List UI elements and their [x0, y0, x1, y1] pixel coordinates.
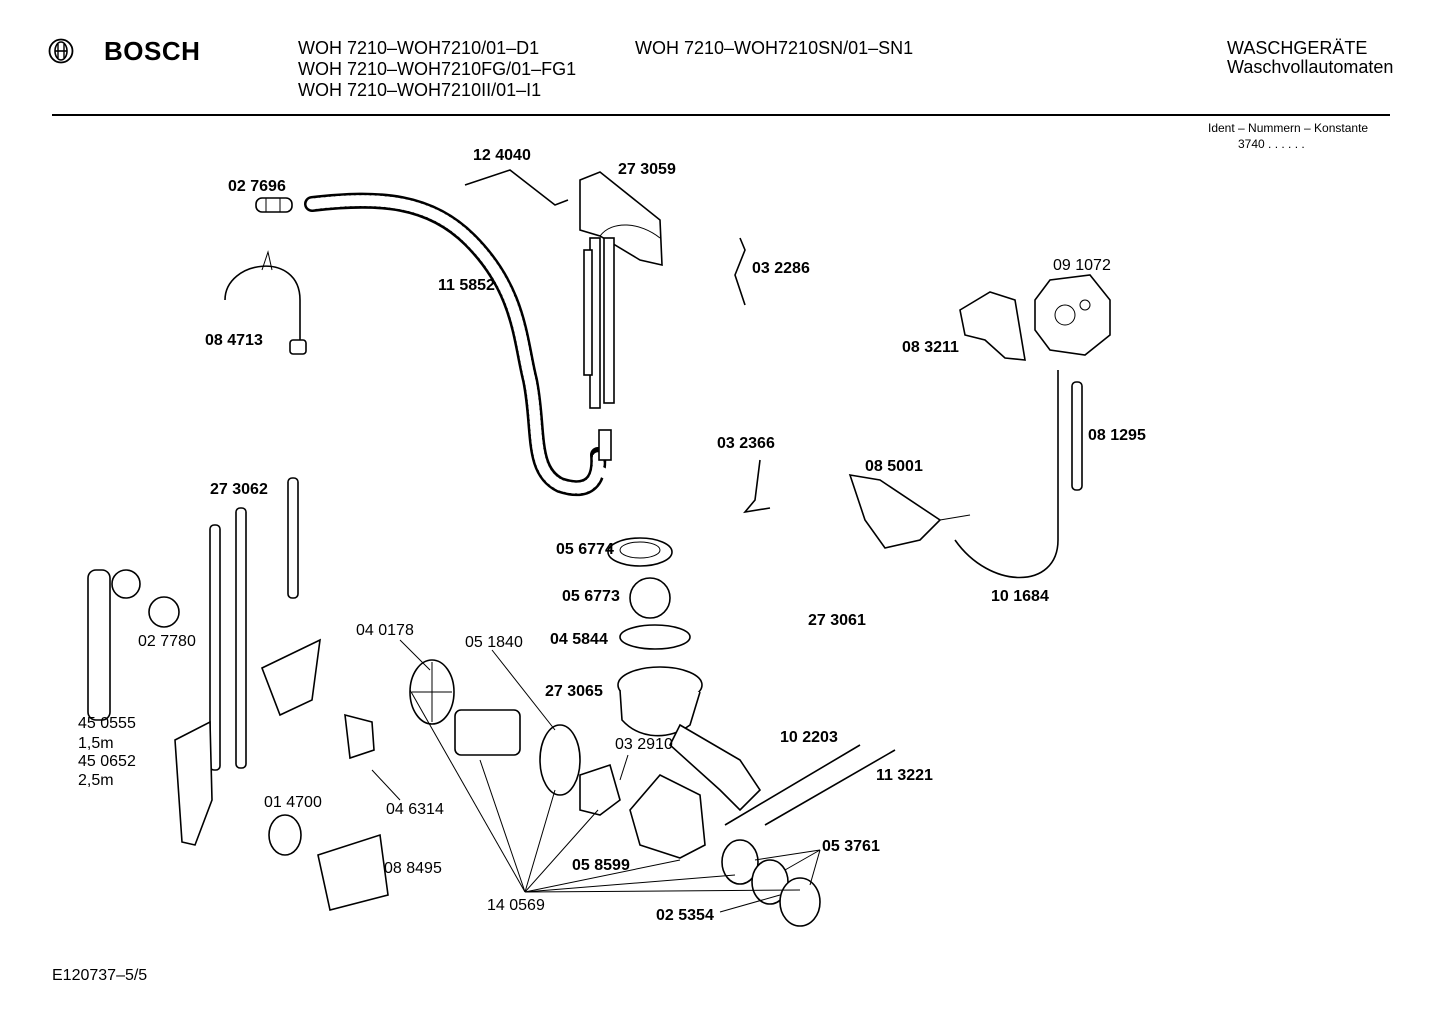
fan-040178 — [409, 659, 455, 725]
part-label: 27 3065 — [545, 683, 603, 700]
ident-value: 3740 . . . . . . — [1238, 137, 1305, 151]
part-label: 05 1840 — [465, 634, 523, 651]
bracket-084713 — [224, 250, 307, 355]
pipe-stub — [598, 429, 612, 461]
part-label: 11 3221 — [876, 767, 933, 784]
model-line: WOH 7210–WOH7210/01–D1 — [298, 38, 540, 58]
seal-053761 — [721, 839, 759, 885]
part-label: 08 1295 — [1088, 427, 1146, 444]
sump-hose-273065 — [617, 666, 762, 812]
part-label: 04 5844 — [550, 631, 608, 648]
part-label: 08 4713 — [205, 332, 263, 349]
motor-051840 — [454, 709, 521, 756]
rod-124040 — [464, 169, 569, 206]
clamp-045844 — [619, 624, 691, 650]
brand-name: BOSCH — [104, 36, 201, 66]
plate — [174, 720, 213, 846]
model-list-1: WOH 7210–WOH7210/01–D1 WOH 7210–WOH7210F… — [298, 38, 576, 101]
part-label: 05 3761 — [822, 838, 880, 855]
part-label: 10 1684 — [991, 588, 1049, 605]
tube-081295 — [1071, 381, 1083, 491]
seal-056774 — [607, 537, 673, 567]
capacitor-046314 — [344, 713, 375, 760]
rod-102203 — [724, 744, 861, 826]
bosch-logo-icon — [48, 38, 74, 64]
rotor-disk — [539, 724, 581, 796]
part-label: 27 3061 — [808, 612, 866, 629]
bracket-085001 — [848, 473, 942, 549]
part-label: 09 1072 — [1053, 257, 1111, 274]
part-label: 11 5852 — [438, 277, 495, 294]
ball-056773 — [629, 577, 671, 619]
model-line: WOH 7210–WOH7210SN/01–SN1 — [635, 38, 914, 58]
part-label: 05 6773 — [562, 588, 620, 605]
model-line: WOH 7210–WOH7210FG/01–FG1 — [298, 59, 577, 79]
part-label: 45 0555 — [78, 715, 136, 732]
part-label: 05 8599 — [572, 857, 630, 874]
hoses-273062 — [209, 477, 299, 771]
cover-032910 — [579, 763, 621, 816]
leader-lines — [371, 639, 821, 913]
part-label: 27 3062 — [210, 481, 268, 498]
part-label: 03 2286 — [752, 260, 810, 277]
ident-label: Ident – Nummern – Konstante — [1208, 121, 1369, 135]
model-list-2: WOH 7210–WOH7210SN/01–SN1 — [635, 38, 913, 59]
part-label: 10 2203 — [780, 729, 838, 746]
part-label: 02 7780 — [138, 633, 196, 650]
category-title: WASCHGERÄTE — [1227, 38, 1368, 58]
part-label: 05 6774 — [556, 541, 614, 558]
category-subtitle: Waschvollautomaten — [1227, 57, 1394, 77]
part-label: 08 8495 — [384, 860, 442, 877]
clip-032366 — [743, 459, 771, 514]
part-label: 04 6314 — [386, 801, 444, 818]
part-label: 14 0569 — [487, 897, 545, 914]
part-label: 03 2910 — [615, 736, 673, 753]
part-label: 12 4040 — [473, 147, 531, 164]
corrugated-hose-115852 — [304, 192, 607, 497]
bracket-083211 — [959, 291, 1026, 361]
spring-014700 — [268, 814, 302, 856]
holder — [260, 638, 321, 717]
tube-101684 — [954, 370, 1059, 579]
part-label: 02 7696 — [228, 178, 286, 195]
part-label: 1,5m — [78, 735, 114, 752]
part-label: 04 0178 — [356, 622, 414, 639]
drain-hose-450555 — [87, 569, 141, 721]
valve-088495 — [317, 833, 389, 911]
part-label: 02 5354 — [656, 907, 714, 924]
screw-113221 — [764, 749, 896, 826]
pressure-switch-091072 — [1034, 274, 1111, 356]
filter-cap — [779, 877, 821, 927]
part-label: 03 2366 — [717, 435, 775, 452]
connector-027696 — [255, 197, 293, 213]
model-line: WOH 7210–WOH7210II/01–I1 — [298, 80, 542, 100]
header-rule — [52, 114, 1390, 116]
part-label: 01 4700 — [264, 794, 322, 811]
pump-body — [629, 774, 706, 859]
wire — [939, 514, 971, 521]
funnel-273059 — [579, 171, 663, 409]
part-label: 08 5001 — [865, 458, 923, 475]
part-label: 2,5m — [78, 772, 114, 789]
part-label: 27 3059 — [618, 161, 676, 178]
part-label: 08 3211 — [902, 339, 959, 356]
category-block: WASCHGERÄTE Waschvollautomaten — [1227, 38, 1393, 78]
clip-032286 — [734, 237, 746, 306]
part-label: 45 0652 — [78, 753, 136, 770]
document-code: E120737–5/5 — [52, 967, 148, 984]
nut-027780 — [148, 596, 180, 628]
pipe-273061-inner — [593, 455, 795, 705]
